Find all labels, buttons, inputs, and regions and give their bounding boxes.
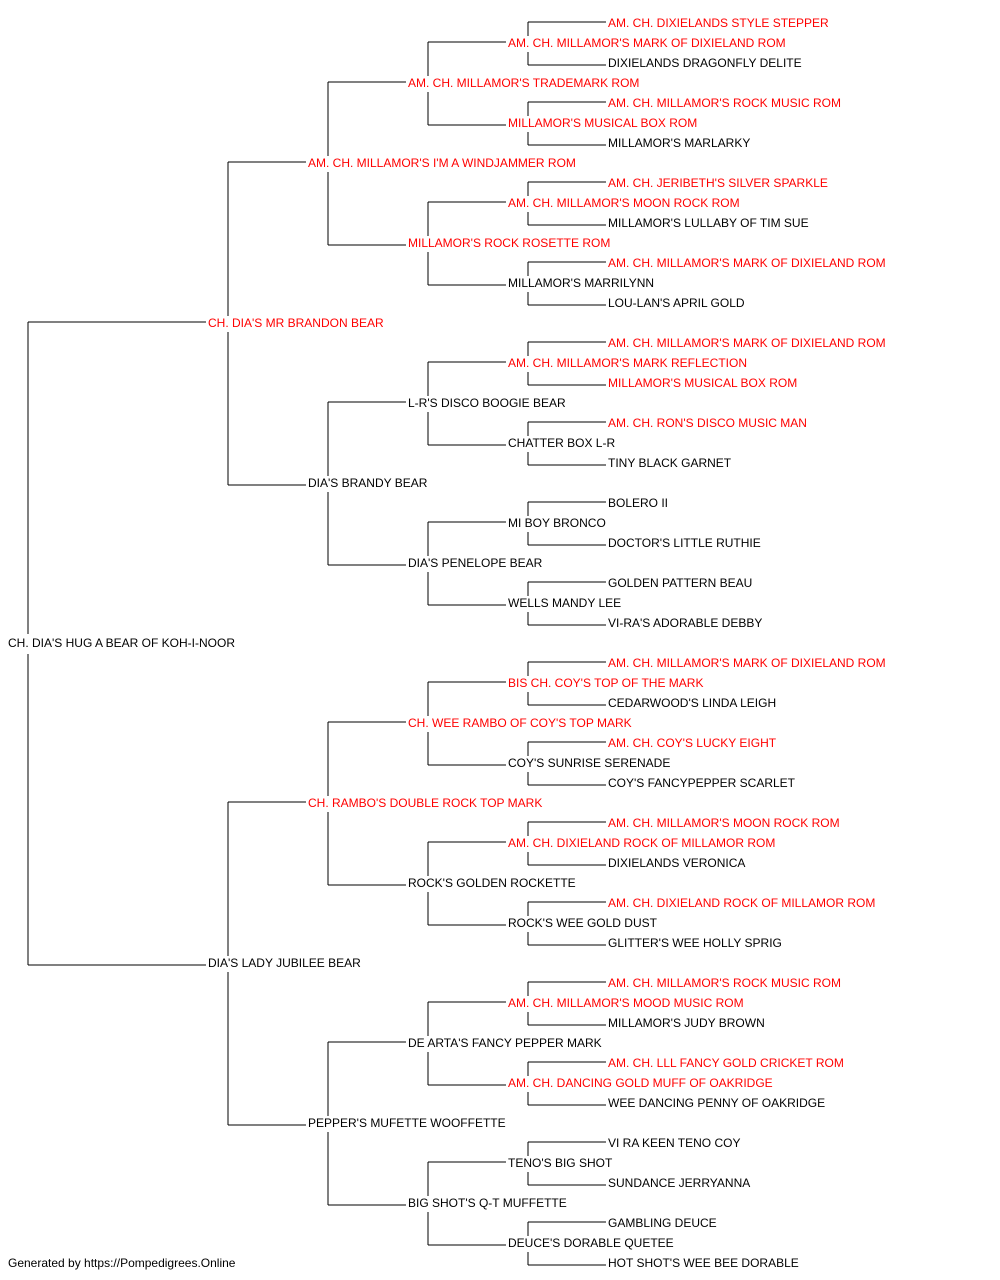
pedigree-name: COY'S FANCYPEPPER SCARLET — [608, 776, 796, 790]
pedigree-name: GAMBLING DEUCE — [608, 1216, 717, 1230]
pedigree-name: CHATTER BOX L-R — [508, 436, 615, 450]
pedigree-name: BIG SHOT'S Q-T MUFFETTE — [408, 1196, 567, 1210]
pedigree-name: TINY BLACK GARNET — [608, 456, 732, 470]
pedigree-name: AM. CH. JERIBETH'S SILVER SPARKLE — [608, 176, 828, 190]
pedigree-name: COY'S SUNRISE SERENADE — [508, 756, 670, 770]
pedigree-name: WEE DANCING PENNY OF OAKRIDGE — [608, 1096, 825, 1110]
pedigree-name: MI BOY BRONCO — [508, 516, 606, 530]
pedigree-name: HOT SHOT'S WEE BEE DORABLE — [608, 1256, 799, 1270]
pedigree-name: MILLAMOR'S ROCK ROSETTE ROM — [408, 236, 610, 250]
pedigree-name: BOLERO II — [608, 496, 668, 510]
pedigree-name: DIXIELANDS DRAGONFLY DELITE — [608, 56, 802, 70]
pedigree-name: DIXIELANDS VERONICA — [608, 856, 745, 870]
pedigree-name: CH. RAMBO'S DOUBLE ROCK TOP MARK — [308, 796, 542, 810]
pedigree-name: AM. CH. DIXIELANDS STYLE STEPPER — [608, 16, 829, 30]
pedigree-name: DIA'S PENELOPE BEAR — [408, 556, 543, 570]
pedigree-name: AM. CH. MILLAMOR'S MARK OF DIXIELAND ROM — [608, 656, 886, 670]
pedigree-name: AM. CH. DIXIELAND ROCK OF MILLAMOR ROM — [608, 896, 875, 910]
pedigree-name: WELLS MANDY LEE — [508, 596, 621, 610]
pedigree-name: DEUCE'S DORABLE QUETEE — [508, 1236, 674, 1250]
pedigree-name: AM. CH. MILLAMOR'S MARK OF DIXIELAND ROM — [508, 36, 786, 50]
pedigree-name: AM. CH. RON'S DISCO MUSIC MAN — [608, 416, 807, 430]
pedigree-name: MILLAMOR'S MARLARKY — [608, 136, 750, 150]
pedigree-labels: CH. DIA'S HUG A BEAR OF KOH-I-NOOR CH. DI… — [8, 16, 886, 1270]
pedigree-name: CH. DIA'S HUG A BEAR OF KOH-I-NOOR — [8, 636, 235, 650]
pedigree-name: DIA'S LADY JUBILEE BEAR — [208, 956, 361, 970]
pedigree-name: CEDARWOOD'S LINDA LEIGH — [608, 696, 776, 710]
pedigree-name: AM. CH. MILLAMOR'S ROCK MUSIC ROM — [608, 96, 841, 110]
pedigree-name: L-R'S DISCO BOOGIE BEAR — [408, 396, 566, 410]
pedigree-name: GLITTER'S WEE HOLLY SPRIG — [608, 936, 782, 950]
pedigree-name: MILLAMOR'S MARRILYNN — [508, 276, 654, 290]
pedigree-name: MILLAMOR'S MUSICAL BOX ROM — [508, 116, 697, 130]
pedigree-name: GOLDEN PATTERN BEAU — [608, 576, 752, 590]
pedigree-connectors — [27, 21, 606, 1266]
pedigree-name: MILLAMOR'S LULLABY OF TIM SUE — [608, 216, 809, 230]
pedigree-name: DE ARTA'S FANCY PEPPER MARK — [408, 1036, 602, 1050]
pedigree-name: AM. CH. MILLAMOR'S MARK REFLECTION — [508, 356, 747, 370]
pedigree-name: AM. CH. MILLAMOR'S MOOD MUSIC ROM — [508, 996, 744, 1010]
generated-by-footer: Generated by https://Pompedigrees.Online — [8, 1256, 236, 1270]
pedigree-name: CH. DIA'S MR BRANDON BEAR — [208, 316, 384, 330]
pedigree-name: AM. CH. DIXIELAND ROCK OF MILLAMOR ROM — [508, 836, 775, 850]
pedigree-name: AM. CH. MILLAMOR'S MOON ROCK ROM — [508, 196, 740, 210]
pedigree-name: AM. CH. MILLAMOR'S MARK OF DIXIELAND ROM — [608, 336, 886, 350]
pedigree-name: PEPPER'S MUFETTE WOOFFETTE — [308, 1116, 506, 1130]
pedigree-name: DOCTOR'S LITTLE RUTHIE — [608, 536, 761, 550]
pedigree-name: MILLAMOR'S JUDY BROWN — [608, 1016, 765, 1030]
pedigree-name: AM. CH. DANCING GOLD MUFF OF OAKRIDGE — [508, 1076, 773, 1090]
pedigree-name: AM. CH. COY'S LUCKY EIGHT — [608, 736, 777, 750]
pedigree-name: TENO'S BIG SHOT — [508, 1156, 613, 1170]
pedigree-name: AM. CH. MILLAMOR'S I'M A WINDJAMMER ROM — [308, 156, 576, 170]
pedigree-name: AM. CH. MILLAMOR'S ROCK MUSIC ROM — [608, 976, 841, 990]
pedigree-name: SUNDANCE JERRYANNA — [608, 1176, 750, 1190]
pedigree-name: AM. CH. LLL FANCY GOLD CRICKET ROM — [608, 1056, 844, 1070]
pedigree-name: AM. CH. MILLAMOR'S TRADEMARK ROM — [408, 76, 639, 90]
pedigree-name: CH. WEE RAMBO OF COY'S TOP MARK — [408, 716, 632, 730]
pedigree-name: VI-RA'S ADORABLE DEBBY — [608, 616, 762, 630]
pedigree-name: MILLAMOR'S MUSICAL BOX ROM — [608, 376, 797, 390]
pedigree-name: ROCK'S WEE GOLD DUST — [508, 916, 658, 930]
pedigree-name: DIA'S BRANDY BEAR — [308, 476, 428, 490]
pedigree-name: LOU-LAN'S APRIL GOLD — [608, 296, 745, 310]
pedigree-name: AM. CH. MILLAMOR'S MARK OF DIXIELAND ROM — [608, 256, 886, 270]
pedigree-name: BIS CH. COY'S TOP OF THE MARK — [508, 676, 703, 690]
pedigree-name: ROCK'S GOLDEN ROCKETTE — [408, 876, 576, 890]
pedigree-name: VI RA KEEN TENO COY — [608, 1136, 740, 1150]
pedigree-name: AM. CH. MILLAMOR'S MOON ROCK ROM — [608, 816, 840, 830]
